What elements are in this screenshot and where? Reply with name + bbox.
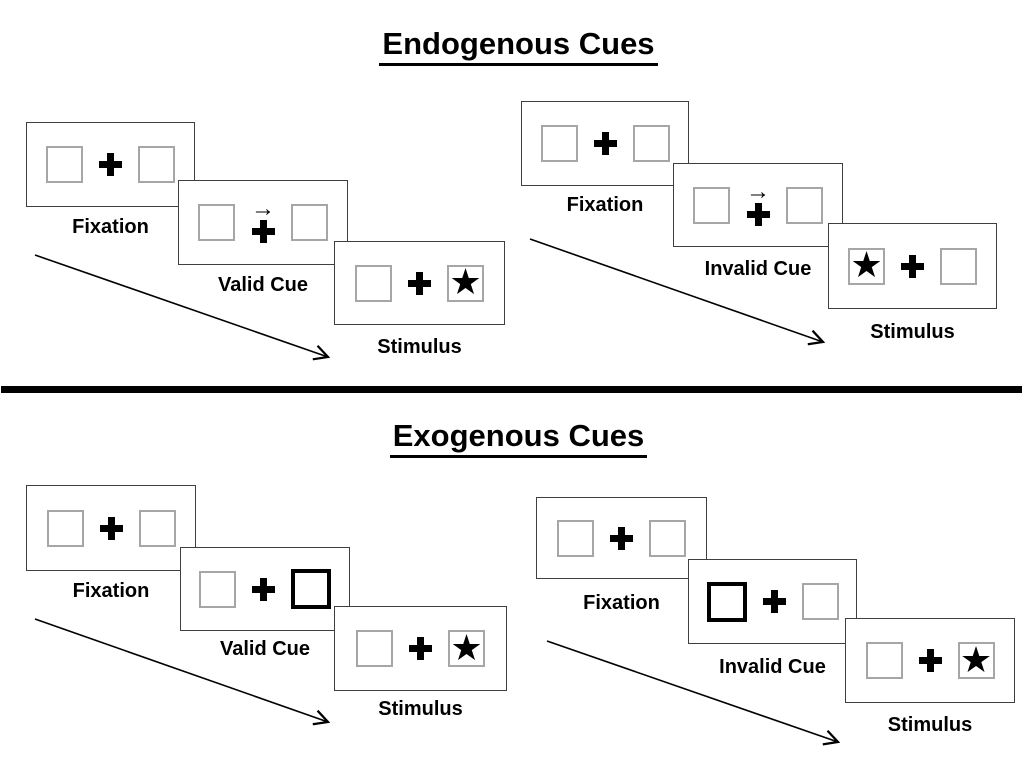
fixation-cross-icon [762, 590, 786, 613]
step-label: Invalid Cue [704, 258, 812, 280]
step-label: Stimulus [378, 698, 463, 720]
fixation-cross-icon [746, 202, 770, 226]
exo-valid-fixation-card [26, 485, 196, 571]
star-stimulus-icon: ★ [850, 244, 883, 285]
fixation-cross-icon [593, 132, 617, 155]
fixation-cross-icon [251, 220, 275, 243]
star-stimulus-icon: ★ [450, 626, 483, 668]
right-box: ★ [448, 626, 485, 668]
step-label: Valid Cue [219, 638, 311, 660]
step-label: Fixation [583, 592, 660, 614]
step-label: Stimulus [377, 336, 462, 358]
exo-valid-cue-card [180, 547, 350, 631]
left-box [46, 509, 84, 547]
left-box [693, 186, 730, 224]
right-box [632, 125, 670, 162]
step-label: Fixation [72, 216, 149, 238]
left-box [199, 570, 236, 608]
step-label: Stimulus [870, 321, 955, 343]
step-label: Invalid Cue [719, 656, 826, 678]
section-title-text: Exogenous Cues [389, 418, 648, 458]
right-box [291, 204, 328, 241]
right-box: ★ [447, 261, 484, 302]
left-box [557, 519, 594, 557]
fixation-cross-icon [610, 526, 633, 550]
step-label: Fixation [72, 580, 150, 602]
endo-invalid-fixation-card [521, 101, 689, 186]
right-box [940, 247, 977, 285]
cue-arrow-icon: → [746, 177, 770, 205]
right-box [138, 509, 176, 547]
section-title-text: Endogenous Cues [379, 26, 658, 66]
step-label: Stimulus [887, 714, 973, 736]
left-box [198, 204, 235, 241]
star-stimulus-icon: ★ [449, 261, 482, 302]
exo-invalid-cue-card [688, 559, 857, 644]
endo-valid-cue-card: → [178, 180, 348, 265]
right-box-highlighted [291, 569, 331, 609]
fixation-cross-icon [99, 516, 123, 540]
fixation-cross-icon [901, 254, 924, 278]
endo-valid-stimulus-card: ★ [334, 241, 505, 325]
star-stimulus-icon: ★ [959, 638, 993, 680]
endo-invalid-stimulus-card: ★ [828, 223, 997, 309]
fixation-cross-icon [408, 271, 431, 295]
left-box [355, 264, 392, 302]
right-box: ★ [957, 638, 995, 680]
left-box [865, 642, 903, 679]
step-label: Valid Cue [217, 274, 309, 296]
section-title-endogenous: Endogenous Cues [0, 26, 1023, 66]
timeline-arrow [529, 238, 826, 346]
step-label: Fixation [566, 194, 644, 216]
timeline-arrow [34, 618, 331, 726]
exo-invalid-fixation-card [536, 497, 707, 579]
right-box [649, 519, 686, 557]
right-box [801, 583, 839, 620]
endo-invalid-cue-card: → [673, 163, 843, 247]
timeline-arrow [34, 254, 331, 361]
right-box [138, 146, 175, 183]
fixation-cross-icon [99, 153, 122, 176]
left-box: ★ [848, 244, 885, 285]
exo-invalid-stimulus-card: ★ [845, 618, 1015, 703]
fixation-cross-icon [409, 637, 432, 660]
right-box [786, 186, 823, 224]
left-box-highlighted [706, 581, 747, 622]
section-divider [1, 386, 1022, 393]
left-box [46, 146, 83, 183]
left-box [356, 630, 393, 667]
fixation-cross-icon [252, 577, 275, 601]
endo-valid-fixation-card [26, 122, 195, 207]
section-title-exogenous: Exogenous Cues [0, 418, 1023, 458]
cue-arrow-icon: → [251, 195, 275, 222]
fixation-cross-icon [918, 649, 942, 672]
exo-valid-stimulus-card: ★ [334, 606, 507, 691]
left-box [540, 125, 578, 162]
